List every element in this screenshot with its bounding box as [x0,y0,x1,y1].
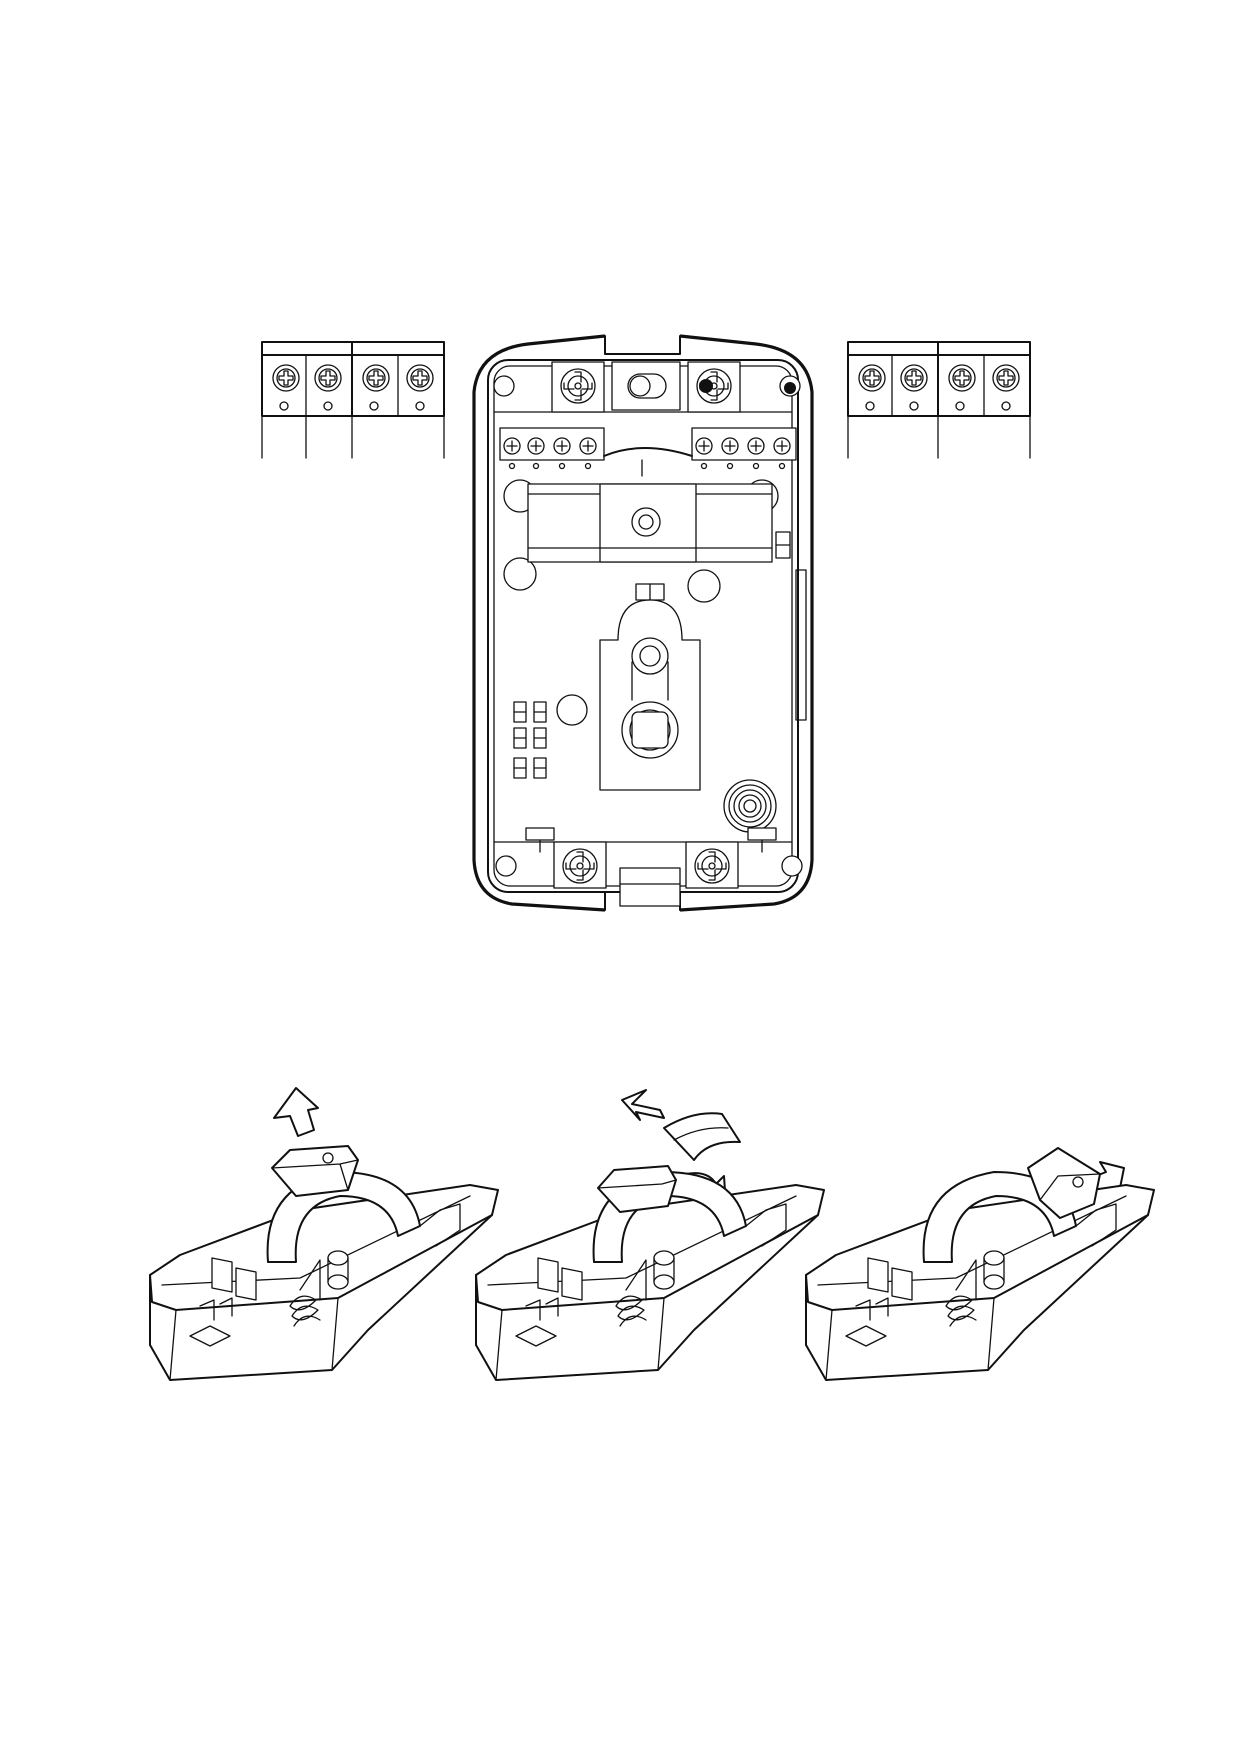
spring-icon [615,1295,647,1327]
component-grid [513,701,547,779]
terminal-screw-icon [362,364,390,392]
terminal-block-left [261,341,445,459]
terminal-screw-icon [406,364,434,392]
assembly-step-1 [149,1087,499,1381]
arrow-left-icon [621,1089,665,1121]
spring-icon [945,1295,977,1327]
spring-icon [723,779,777,833]
mounting-screw-icon [562,848,598,884]
mounting-screw-icon [560,368,596,404]
spring-icon [289,1295,321,1327]
detector-base-plate [472,334,814,912]
terminal-screw-icon [272,364,300,392]
mounting-screw-icon [694,848,730,884]
terminal-screw-icon [900,364,928,392]
arrow-up-icon [273,1087,319,1137]
terminal-block-right [847,341,1031,459]
terminal-screw-icon [858,364,886,392]
assembly-step-2 [475,1089,825,1381]
assembly-step-3 [805,1147,1155,1381]
terminal-screw-icon [948,364,976,392]
terminal-screw-icon [314,364,342,392]
terminal-screw-icon [992,364,1020,392]
